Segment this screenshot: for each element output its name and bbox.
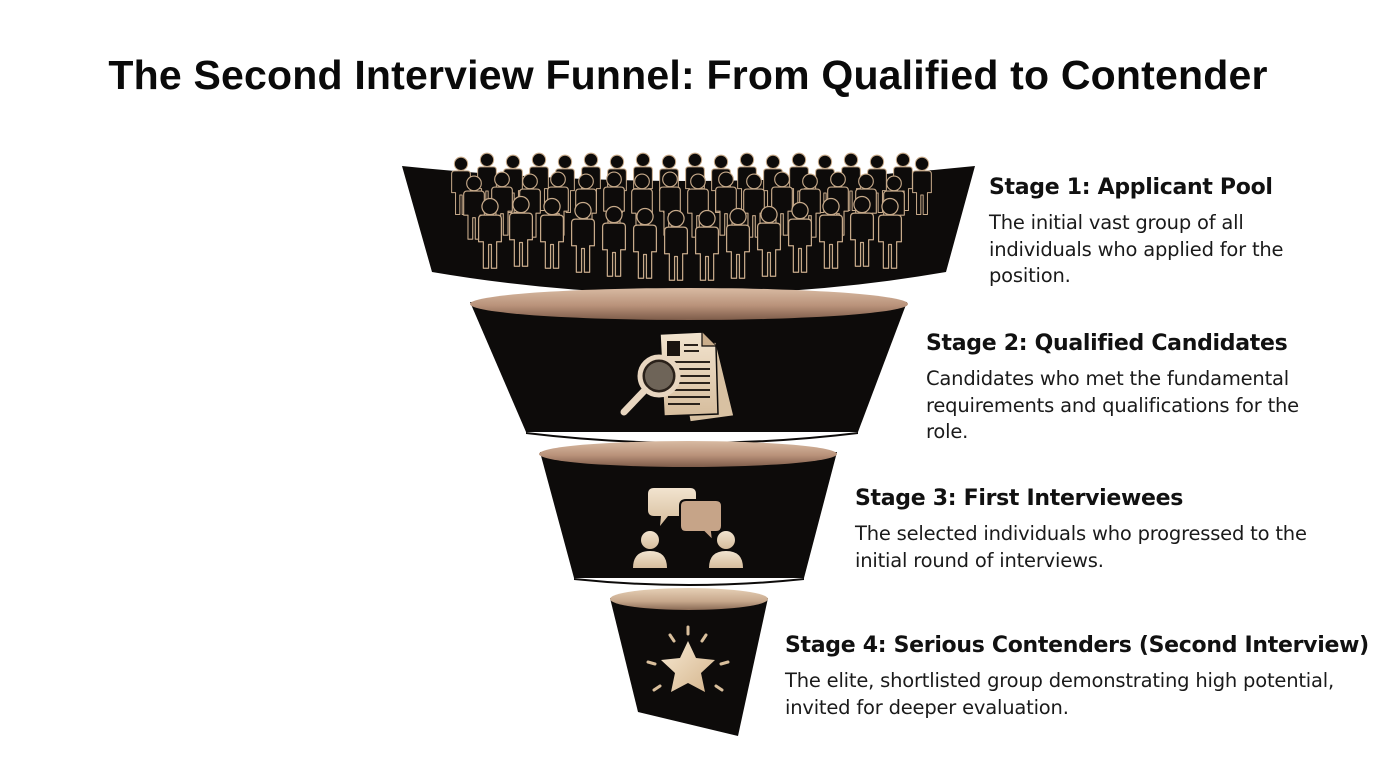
stage-3-label: Stage 3: First Interviewees The selected… <box>855 486 1315 574</box>
stage-4-label: Stage 4: Serious Contenders (Second Inte… <box>785 633 1370 721</box>
stage-4-heading: Stage 4: Serious Contenders (Second Inte… <box>785 633 1369 658</box>
funnel-stage-1 <box>402 152 975 294</box>
funnel-stage-4 <box>610 588 768 736</box>
stage-1-label: Stage 1: Applicant Pool The initial vast… <box>989 175 1319 290</box>
stage-2-description: Candidates who met the fundamental requi… <box>926 367 1299 443</box>
funnel-stage-2 <box>470 288 908 444</box>
stage-1-description: The initial vast group of all individual… <box>989 211 1284 287</box>
document-magnifier-icon <box>620 331 735 423</box>
diagram-title: The Second Interview Funnel: From Qualif… <box>108 52 1268 98</box>
star-icon <box>646 625 730 692</box>
stage-2-heading: Stage 2: Qualified Candidates <box>926 331 1288 356</box>
funnel-stage-3 <box>539 441 837 586</box>
stage-3-heading: Stage 3: First Interviewees <box>855 486 1184 511</box>
conversation-icon <box>633 488 743 568</box>
stage-1-heading: Stage 1: Applicant Pool <box>989 175 1273 200</box>
stage-4-description: The elite, shortlisted group demonstrati… <box>785 669 1334 719</box>
stage-3-description: The selected individuals who progressed … <box>855 522 1307 572</box>
stage-2-label: Stage 2: Qualified Candidates Candidates… <box>926 331 1326 446</box>
